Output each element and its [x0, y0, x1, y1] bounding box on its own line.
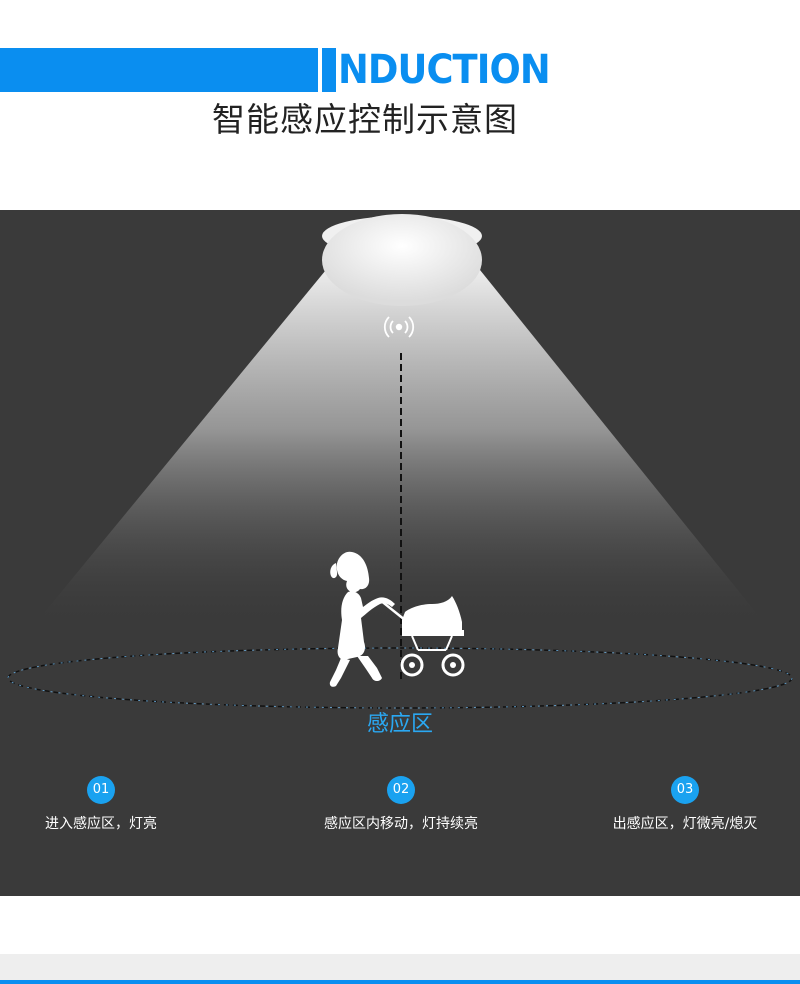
- zone-label: 感应区: [366, 712, 433, 737]
- detection-zone-ellipse-glow: [7, 647, 793, 709]
- step-2: 02 感应区内移动，灯持续亮: [271, 776, 531, 834]
- step-description: 进入感应区，灯亮: [45, 816, 157, 832]
- footer-accent-line: [0, 980, 800, 984]
- step-number-badge: 01: [87, 776, 115, 804]
- brand-word: NDUCTION: [338, 47, 551, 93]
- step-number-badge: 02: [387, 776, 415, 804]
- woman-silhouette: [329, 551, 395, 687]
- step-1: 01 进入感应区，灯亮: [0, 776, 231, 834]
- stroller-icon: [379, 596, 465, 677]
- step-description: 感应区内移动，灯持续亮: [324, 816, 478, 832]
- step-3: 03 出感应区，灯微亮/熄灭: [555, 776, 800, 834]
- induction-scene: 感应区 01 进入感应区，灯亮 02 感应区内移动，灯持续亮 03 出感应区，灯…: [0, 210, 800, 896]
- brand-initial-bar: [322, 48, 336, 92]
- page-title: 智能感应控制示意图: [212, 100, 518, 139]
- step-number-badge: 03: [671, 776, 699, 804]
- footer-strip: [0, 954, 800, 980]
- ceiling-lamp: [322, 214, 482, 306]
- wireless-signal-icon: [383, 316, 415, 338]
- scene-illustration: [7, 214, 793, 709]
- header-accent-bar: [0, 48, 318, 92]
- step-description: 出感应区，灯微亮/熄灭: [612, 816, 758, 832]
